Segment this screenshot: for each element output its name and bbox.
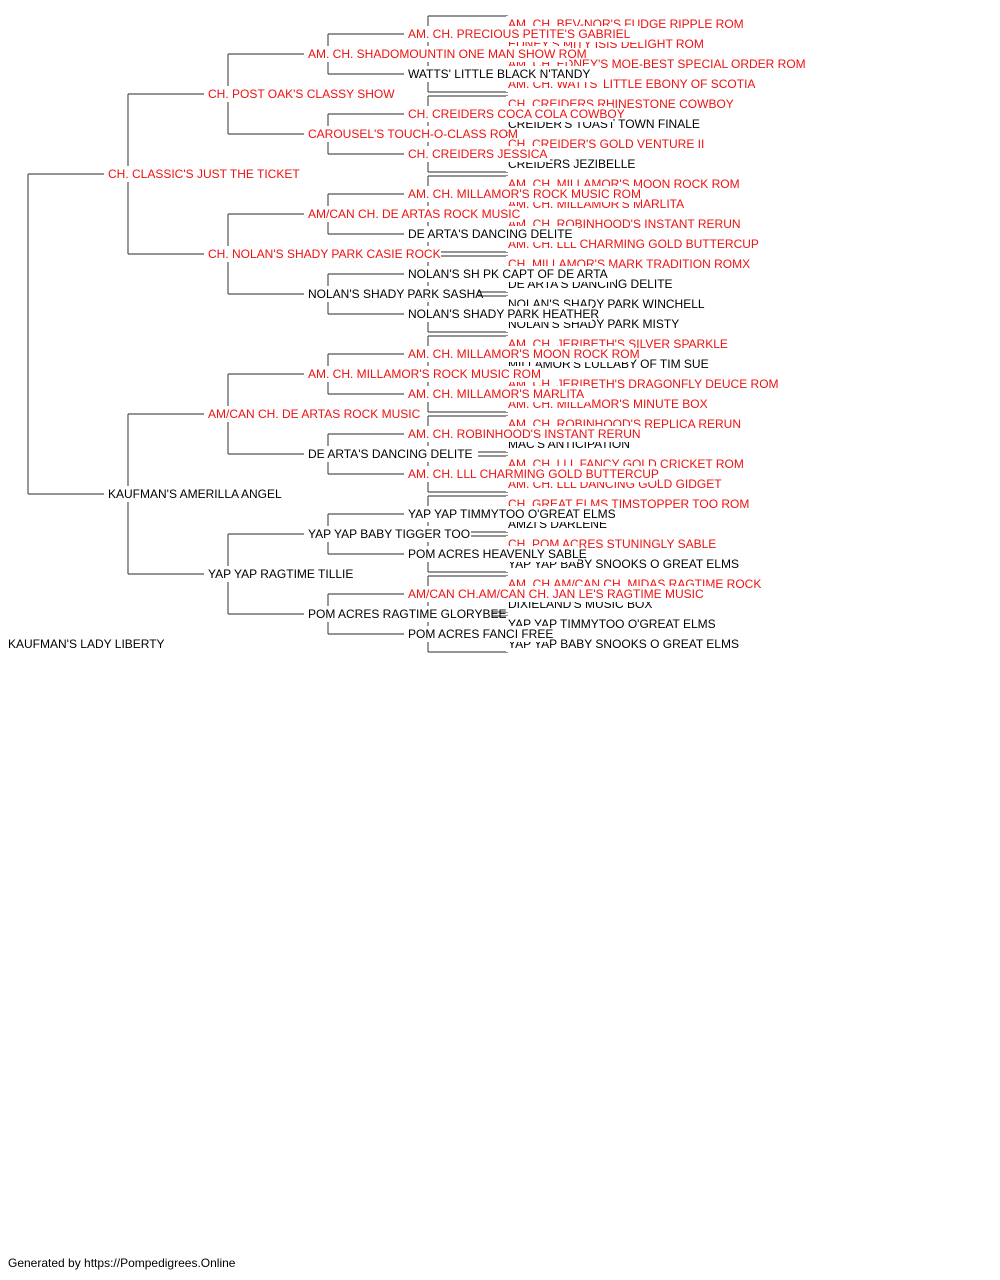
name-label-background <box>506 636 734 652</box>
ancestor-name: POM ACRES HEAVENLY SABLE <box>408 547 587 561</box>
name-label-background <box>406 546 578 562</box>
ancestor-name: AM. CH. MILLAMOR'S MOON ROCK ROM <box>408 347 640 361</box>
ancestor-name: AM. CH. SHADOMOUNTIN ONE MAN SHOW ROM <box>308 47 587 61</box>
name-label-background <box>406 146 550 162</box>
name-label-background <box>406 266 613 282</box>
name-label-background <box>406 426 641 442</box>
ancestor-name: DE ARTA'S DANCING DELITE <box>308 447 473 461</box>
ancestor-name: NOLAN'S SH PK CAPT OF DE ARTA <box>408 267 608 281</box>
ancestor-name: AM. CH. MILLAMOR'S MARLITA <box>408 387 584 401</box>
ancestor-name: CH. CREIDERS COCA COLA COWBOY <box>408 107 625 121</box>
name-label-background <box>406 346 634 362</box>
ancestor-name: AM. CH. LLL CHARMING GOLD BUTTERCUP <box>408 467 659 481</box>
ancestor-name: DE ARTA'S DANCING DELITE <box>408 227 573 241</box>
name-label-background <box>206 86 392 102</box>
ancestor-name: YAP YAP TIMMYTOO O'GREAT ELMS <box>408 507 616 521</box>
ancestor-name: CH. CREIDERS JESSICA <box>408 147 547 161</box>
ancestor-name: AM/CAN CH.AM/CAN CH. JAN LE'S RAGTIME MU… <box>408 587 704 601</box>
name-label-background <box>106 486 278 502</box>
name-label-background <box>406 26 641 42</box>
ancestor-name: YAP YAP RAGTIME TILLIE <box>208 567 353 581</box>
ancestor-name: AM/CAN CH. DE ARTAS ROCK MUSIC <box>208 407 421 421</box>
name-label-background <box>506 136 713 152</box>
name-label-background <box>406 226 578 242</box>
ancestor-name: YAP YAP TIMMYTOO O'GREAT ELMS <box>508 617 716 631</box>
name-label-background <box>406 586 711 602</box>
name-label-background <box>206 566 364 582</box>
name-label-background <box>6 636 164 652</box>
name-label-background <box>206 406 420 422</box>
ancestor-name: AM. CH. ROBINHOOD'S INSTANT RERUN <box>408 427 641 441</box>
name-label-background <box>206 246 441 262</box>
ancestor-name: POM ACRES RAGTIME GLORYBEE <box>308 607 507 621</box>
name-label-background <box>306 446 478 462</box>
name-label-background <box>406 106 613 122</box>
name-label-background <box>106 166 313 182</box>
name-label-background <box>306 606 492 622</box>
subject-dog-name: KAUFMAN'S LADY LIBERTY <box>8 637 165 651</box>
ancestor-name: YAP YAP BABY TIGGER TOO <box>308 527 470 541</box>
name-label-background <box>306 206 520 222</box>
ancestor-name: CH. CLASSIC'S JUST THE TICKET <box>108 167 300 181</box>
name-label-background <box>306 46 569 62</box>
ancestor-name: YAP YAP BABY SNOOKS O GREAT ELMS <box>508 637 739 651</box>
ancestor-name: NOLAN'S SHADY PARK SASHA <box>308 287 483 301</box>
ancestor-name: POM ACRES FANCI FREE <box>408 627 553 641</box>
name-label-background <box>406 66 599 82</box>
name-label-background <box>406 386 592 402</box>
ancestor-name: AM. CH. PRECIOUS PETITE'S GABRIEL <box>408 27 631 41</box>
name-label-background <box>406 306 592 322</box>
ancestor-name: AM. CH. MILLAMOR'S ROCK MUSIC ROM <box>408 187 641 201</box>
name-label-background <box>306 286 478 302</box>
name-label-background <box>306 126 506 142</box>
name-label-background <box>506 616 713 632</box>
ancestor-name: KAUFMAN'S AMERILLA ANGEL <box>108 487 282 501</box>
ancestor-name: AM. CH. MILLAMOR'S ROCK MUSIC ROM <box>308 367 541 381</box>
ancestor-name: CH. POST OAK'S CLASSY SHOW <box>208 87 395 101</box>
name-label-background <box>406 186 641 202</box>
name-label-background <box>406 466 655 482</box>
name-label-background <box>306 366 541 382</box>
ancestor-name: CH. NOLAN'S SHADY PARK CASIE ROCK <box>208 247 441 261</box>
name-label-background <box>406 626 550 642</box>
ancestor-name: WATTS' LITTLE BLACK N'TANDY <box>408 67 590 81</box>
footer-credit: Generated by https://Pompedigrees.Online <box>8 1256 236 1270</box>
ancestor-name: CAROUSEL'S TOUCH-O-CLASS ROM <box>308 127 518 141</box>
name-label-background <box>306 526 471 542</box>
ancestor-name: AM/CAN CH. DE ARTAS ROCK MUSIC <box>308 207 521 221</box>
ancestor-name: NOLAN'S SHADY PARK HEATHER <box>408 307 599 321</box>
name-label-background <box>406 506 613 522</box>
ancestor-name: CH. CREIDER'S GOLD VENTURE II <box>508 137 704 151</box>
